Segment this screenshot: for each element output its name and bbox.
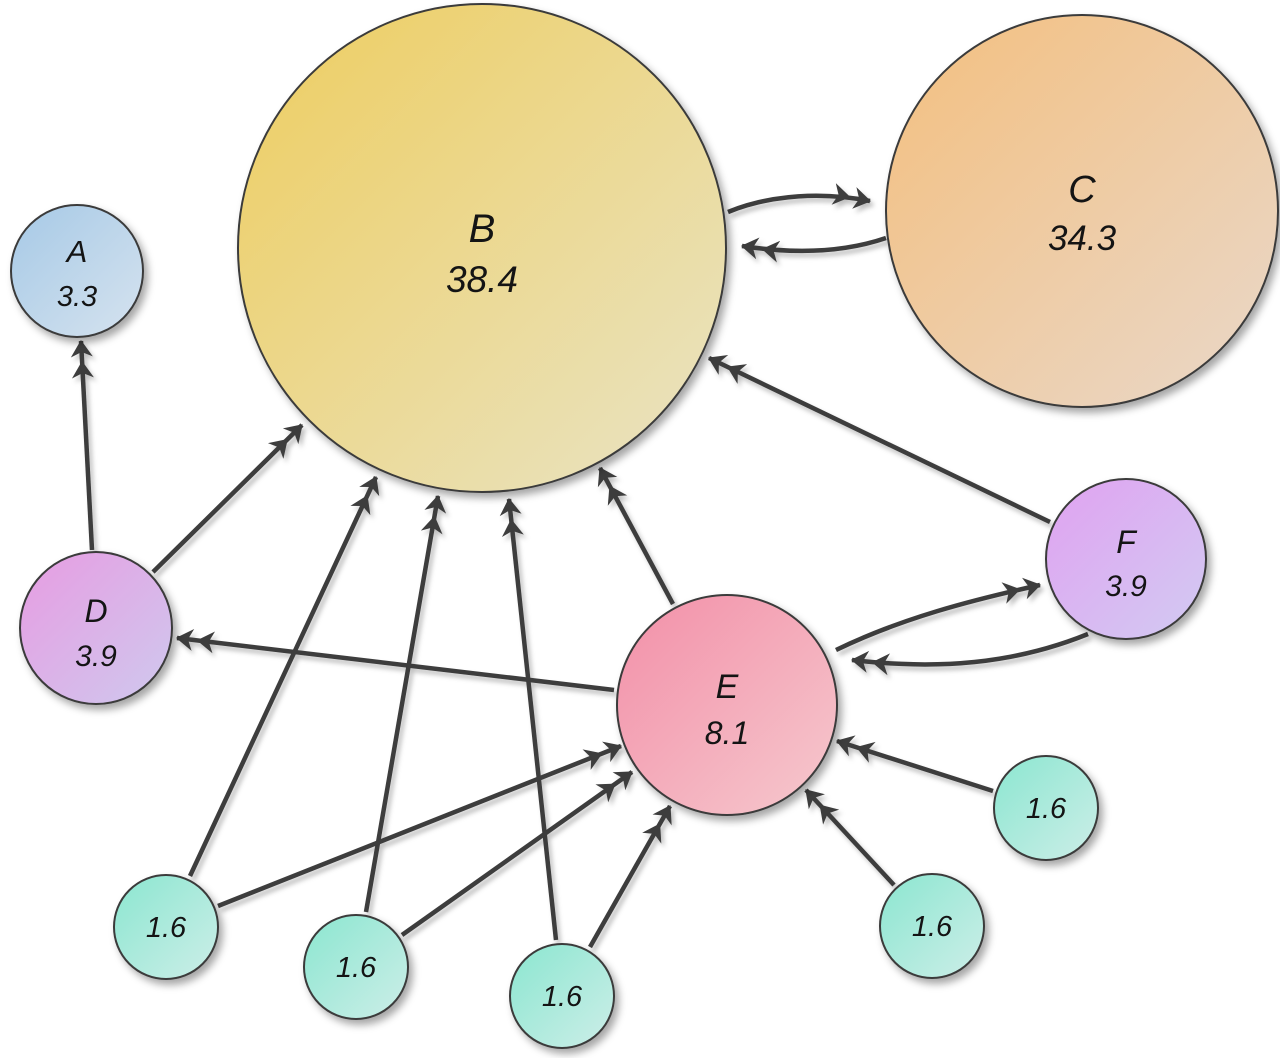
edge-E-to-D: [176, 628, 615, 693]
node-C-circle: [885, 14, 1279, 408]
node-C-label: C: [1068, 169, 1096, 211]
edge-D-to-B: [151, 423, 304, 574]
node-D: D 3.9: [19, 551, 173, 705]
node-E-label: E: [716, 668, 739, 706]
edge-E-to-F: [835, 577, 1041, 653]
node-E-value: 8.1: [705, 715, 749, 751]
edge-small1-to-E: [217, 741, 622, 909]
edge-C-to-B: [741, 235, 887, 263]
edge-small3-to-E: [588, 804, 672, 949]
node-small-5-value: 1.6: [1026, 793, 1067, 825]
edge-E-to-B: [597, 466, 675, 606]
node-A-label: A: [65, 234, 88, 269]
node-A-circle: [10, 204, 144, 338]
edge-F-to-E: [851, 631, 1089, 676]
node-C: C 34.3: [885, 14, 1279, 408]
node-E-circle: [616, 594, 838, 816]
node-D-value: 3.9: [75, 640, 117, 673]
edge-small2-to-E: [400, 770, 634, 937]
node-small-3-circle: [509, 943, 615, 1049]
node-A: A 3.3: [10, 204, 144, 338]
node-F-circle: [1045, 478, 1207, 640]
edge-F-to-B: [708, 355, 1051, 525]
node-F-label: F: [1116, 524, 1138, 560]
node-small-1-circle: [113, 874, 219, 980]
edge-small4-to-E: [804, 788, 896, 887]
node-E: E 8.1: [616, 594, 838, 816]
node-D-label: D: [84, 593, 107, 629]
edge-small2-to-B: [363, 495, 447, 913]
edge-B-to-C: [727, 183, 871, 215]
edges-layer: [70, 183, 1089, 949]
node-B-circle: [237, 3, 727, 493]
node-small-4-circle: [879, 873, 985, 979]
edge-small3-to-B: [499, 498, 559, 941]
node-small-5-circle: [993, 755, 1099, 861]
edge-small5-to-E: [836, 735, 994, 794]
node-small-5: 1.6: [993, 755, 1099, 861]
node-small-2-circle: [303, 914, 409, 1020]
node-F: F 3.9: [1045, 478, 1207, 640]
node-C-value: 34.3: [1048, 219, 1117, 258]
node-small-4: 1.6: [879, 873, 985, 979]
node-D-circle: [19, 551, 173, 705]
node-small-4-value: 1.6: [912, 911, 953, 943]
nodes-layer: B 38.4 C 34.3 A 3.3 D 3.9 E 8.1 F 3.9: [10, 3, 1279, 1049]
node-B-label: B: [469, 207, 496, 251]
node-B: B 38.4: [237, 3, 727, 493]
node-small-3: 1.6: [509, 943, 615, 1049]
node-small-2-value: 1.6: [336, 952, 377, 984]
node-small-1: 1.6: [113, 874, 219, 980]
node-F-value: 3.9: [1105, 570, 1147, 603]
node-A-value: 3.3: [57, 281, 97, 313]
node-small-2: 1.6: [303, 914, 409, 1020]
node-B-value: 38.4: [446, 259, 518, 300]
node-small-1-value: 1.6: [146, 912, 187, 944]
node-small-3-value: 1.6: [542, 981, 583, 1013]
edge-small1-to-B: [187, 476, 380, 877]
edge-D-to-A: [70, 340, 95, 551]
